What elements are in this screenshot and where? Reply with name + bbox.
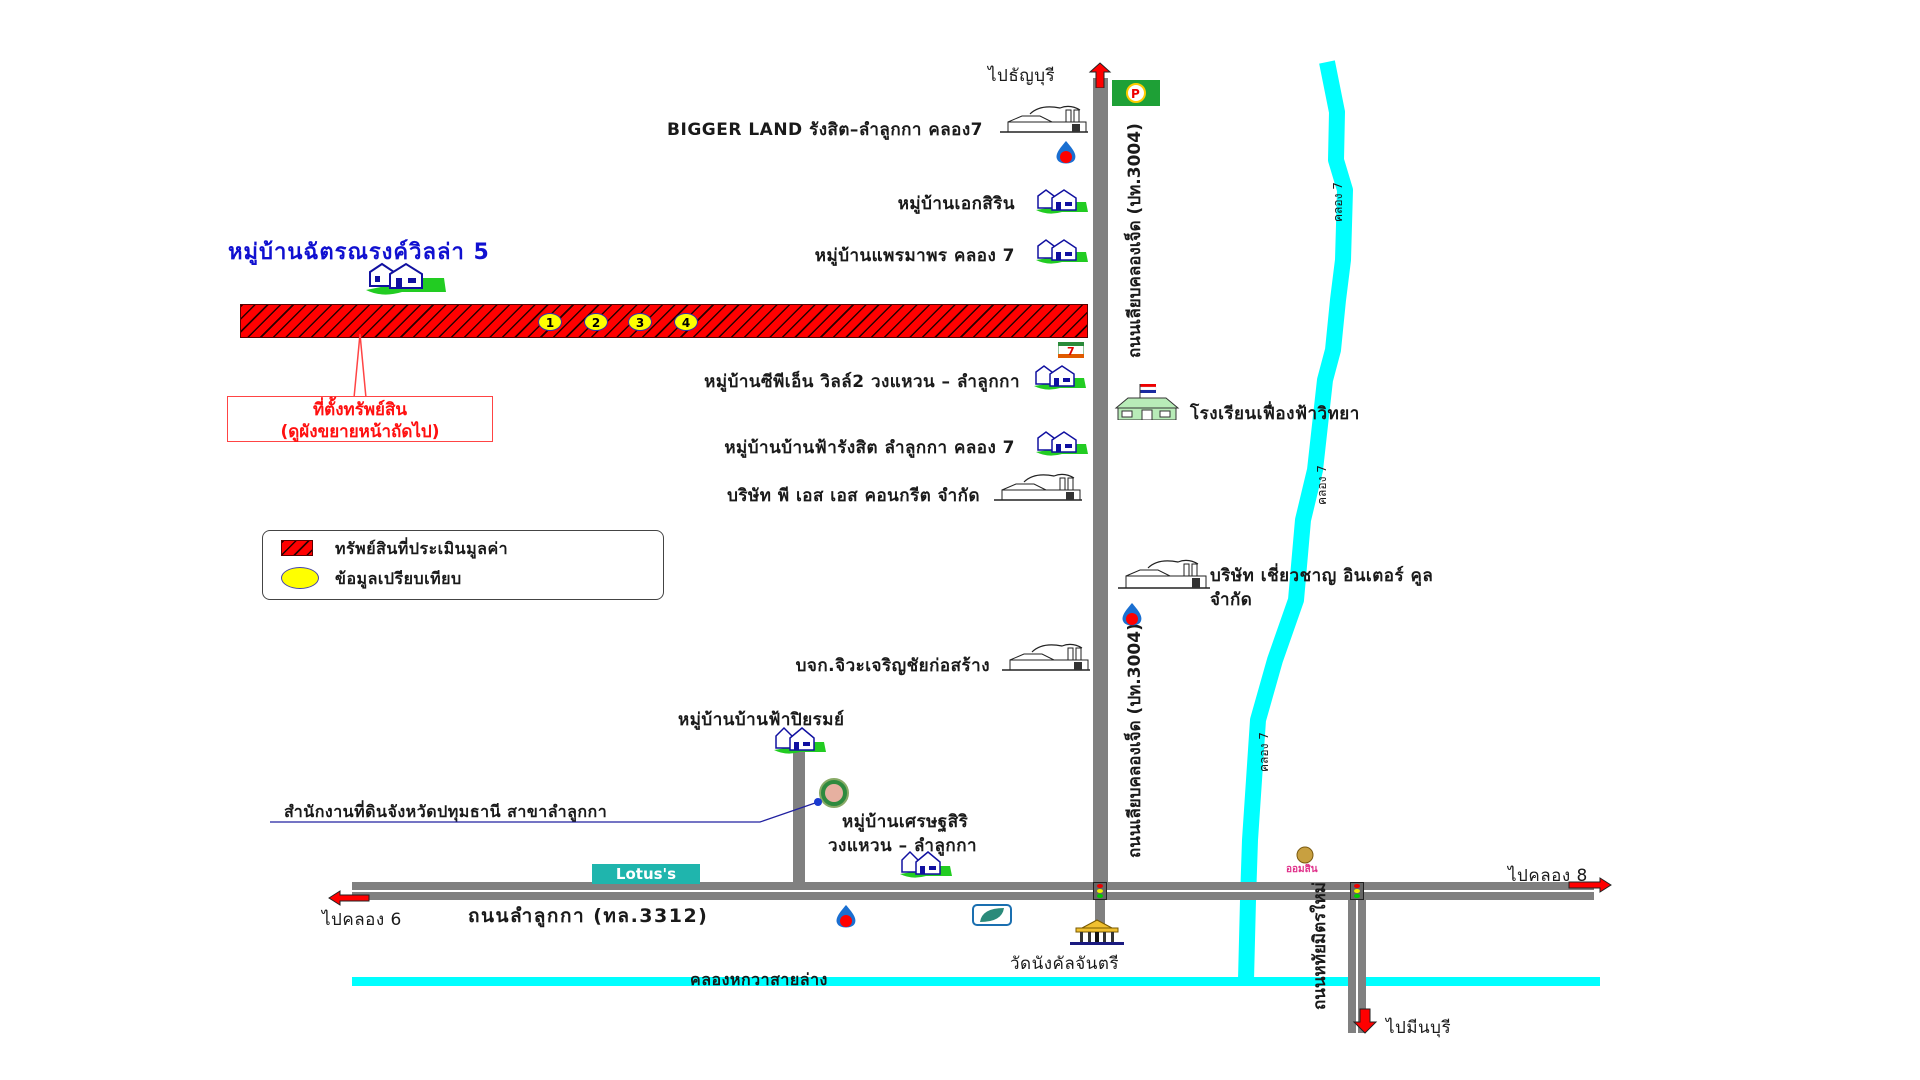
road-branch-fah-piyarom — [793, 750, 805, 882]
village-setthasiri-line2: วงแหวน – ลำลูกกา — [828, 836, 978, 856]
property-callout: ที่ตั้งทรัพย์สิน (ดูผังขยายหน้าถัดไป) — [227, 396, 493, 442]
factory-icon — [1000, 105, 1088, 133]
landmark-chiewchan-line2: จำกัด — [1210, 590, 1253, 610]
village-icon — [1036, 239, 1088, 264]
village-icon — [1036, 431, 1088, 456]
comparable-marker-2[interactable]: 2 — [584, 313, 608, 331]
legend-swatch-comparable — [281, 567, 319, 589]
road-main-horizontal — [352, 882, 1594, 900]
village-icon — [366, 262, 446, 295]
traffic-light-icon — [1350, 882, 1364, 900]
ptt-gas-station-icon — [836, 905, 856, 928]
village-fah-piyarom: หมู่บ้านบ้านฟ้าปิยรมย์ — [678, 710, 845, 730]
landmark-chiewchan-intercool: บริษัท เชี่ยวชาญ อินเตอร์ คูล จำกัด — [1210, 564, 1433, 612]
village-setthasiri-line1: หมู่บ้านเศรษฐสิริ — [842, 812, 969, 832]
gsb-bank-icon: ออมสิน — [1286, 846, 1318, 875]
legend-swatch-property — [281, 540, 313, 556]
landmark-ek-sirin: หมู่บ้านเอกสิริน — [897, 194, 1015, 214]
legend-label-property: ทรัพย์สินที่ประเมินมูลค่า — [335, 539, 509, 558]
lotus-label: Lotus's — [615, 865, 677, 883]
comparable-marker-1[interactable]: 1 — [538, 313, 562, 331]
factory-icon — [994, 473, 1082, 501]
canal-label-1: คลอง 7 — [1331, 182, 1345, 222]
canal-bottom-label: คลองหกวาสายล่าง — [690, 970, 828, 989]
arrow-east-icon — [1568, 877, 1612, 893]
village-icon — [1036, 189, 1088, 214]
road-label-horizontal: ถนนลำลูกกา (ทล.3312) — [468, 905, 709, 927]
landmark-chiewchan-line1: บริษัท เชี่ยวชาญ อินเตอร์ คูล — [1210, 566, 1434, 586]
canal-bottom — [352, 977, 1600, 986]
comparable-marker-3[interactable]: 3 — [628, 313, 652, 331]
road-main-vertical — [1093, 78, 1108, 890]
direction-north: ไปธัญบุรี — [988, 66, 1056, 86]
seven-eleven-icon: 7 — [1058, 342, 1084, 358]
ptt-gas-station-icon — [1122, 603, 1142, 626]
pt-gas-station-icon: P — [1112, 80, 1160, 106]
svg-text:7: 7 — [1067, 345, 1075, 358]
road-south-hathaimit — [1348, 898, 1366, 1033]
legend-label-comparable: ข้อมูลเปรียบเทียบ — [335, 569, 462, 588]
callout-line1: ที่ตั้งทรัพย์สิน — [312, 400, 408, 420]
landmark-bigger-land: BIGGER LAND รังสิต–ลำลูกกา คลอง7 — [667, 120, 983, 140]
direction-south: ไปมีนบุรี — [1386, 1018, 1452, 1038]
arrow-west-icon — [328, 890, 370, 906]
village-setthasiri: หมู่บ้านเศรษฐสิริ วงแหวน – ลำลูกกา — [828, 810, 977, 858]
road-label-lower: ถนนเลียบคลองเจ็ด (ปท.3004) — [1125, 623, 1145, 858]
temple-icon — [1070, 919, 1124, 945]
temple-label: วัดนังคัลจันตรี — [1010, 954, 1120, 974]
road-label-south: ถนนหทัยมิตรใหม่ — [1310, 882, 1330, 1010]
callout-pointer — [353, 333, 367, 398]
gsb-label: ออมสิน — [1286, 863, 1318, 875]
factory-icon — [1002, 643, 1090, 671]
direction-west: ไปคลอง 6 — [322, 910, 402, 930]
bangchak-gas-station-icon — [972, 904, 1012, 926]
land-office-label: สำนักงานที่ดินจังหวัดปทุมธานี สาขาลำลูกก… — [284, 802, 608, 821]
comparable-marker-4[interactable]: 4 — [674, 313, 698, 331]
road-temple-spur — [1095, 898, 1105, 926]
lotus-store-logo: Lotus's — [592, 864, 700, 884]
land-office-seal-icon — [819, 778, 849, 808]
traffic-light-icon — [1093, 882, 1107, 900]
arrow-north-icon — [1088, 62, 1112, 88]
landmark-pss-concrete: บริษัท พี เอส เอส คอนกรีต จำกัด — [727, 486, 980, 506]
arrow-south-icon — [1352, 1008, 1378, 1034]
village-icon — [900, 850, 952, 878]
canal-klong7-path — [1238, 60, 1353, 981]
property-parcel[interactable] — [240, 304, 1088, 338]
village-icon — [1034, 365, 1086, 390]
factory-icon — [1118, 559, 1210, 589]
village-icon — [774, 726, 826, 754]
canal-label-3: คลอง 7 — [1257, 732, 1271, 772]
landmark-cpn-ville: หมู่บ้านซีพีเอ็น วิลล์2 วงแหวน – ลำลูกกา — [704, 372, 1020, 392]
svg-text:P: P — [1131, 87, 1140, 101]
landmark-school: โรงเรียนเฟื่องฟ้าวิทยา — [1190, 404, 1360, 424]
road-label-upper: ถนนเลียบคลองเจ็ด (ปท.3004) — [1125, 123, 1145, 358]
landmark-phrae-maporn: หมู่บ้านแพรมาพร คลอง 7 — [814, 246, 1015, 266]
landmark-baan-fah-rangsit: หมู่บ้านบ้านฟ้ารังสิต ลำลูกกา คลอง 7 — [724, 438, 1015, 458]
direction-east: ไปคลอง 8 — [1508, 866, 1588, 886]
ptt-gas-station-icon — [1056, 141, 1076, 164]
callout-line2: (ดูผังขยายหน้าถัดไป) — [280, 422, 440, 442]
canal-label-2: คลอง 7 — [1315, 465, 1329, 505]
land-office-leader-line — [270, 798, 822, 823]
school-icon — [1114, 384, 1180, 420]
subject-village-title: หมู่บ้านฉัตรณรงค์วิลล่า 5 — [228, 240, 490, 265]
legend: ทรัพย์สินที่ประเมินมูลค่า ข้อมูลเปรียบเท… — [262, 530, 664, 600]
landmark-jiwa-construction: บจก.จิวะเจริญชัยก่อสร้าง — [795, 656, 990, 676]
